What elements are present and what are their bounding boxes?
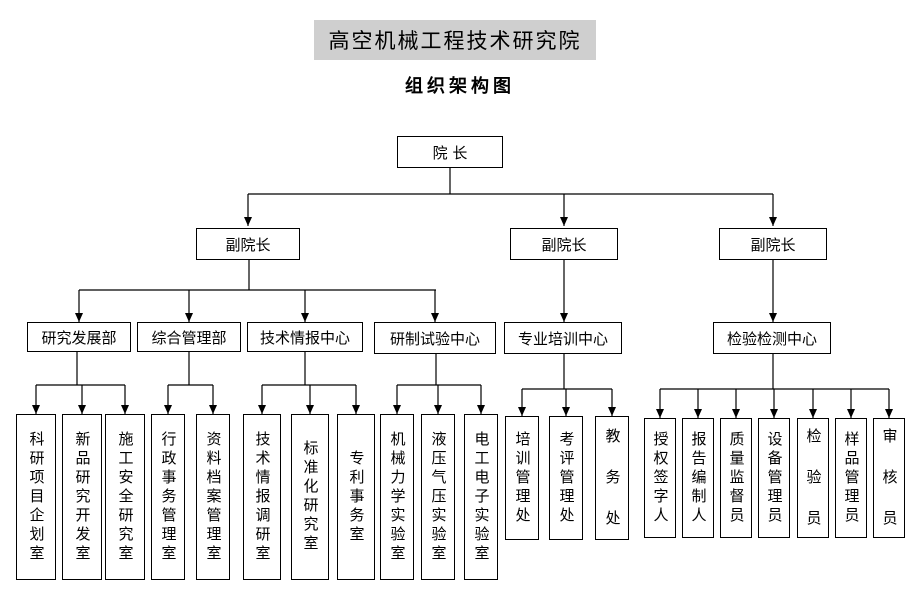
unit-label: 机械力学实验室: [388, 430, 407, 564]
vice-connector-0-arrow: [244, 217, 252, 226]
dept-connector-4-arrow: [560, 313, 568, 322]
unit-node-5-4: 检 验 员: [797, 418, 829, 538]
unit-node-5-5: 样品管理员: [835, 418, 867, 538]
unit-connector-3-2-arrow: [477, 405, 485, 414]
unit-node-5-6: 审 核 员: [873, 418, 905, 538]
unit-node-3-2: 电工电子实验室: [464, 414, 498, 580]
department-node-2: 技术情报中心: [247, 322, 363, 352]
unit-node-2-1: 标准化研究室: [291, 414, 329, 580]
dept-connector-5-arrow: [769, 313, 777, 322]
unit-label: 行政事务管理室: [159, 430, 178, 564]
unit-label: 标准化研究室: [301, 440, 320, 554]
unit-node-0-0: 科研项目企划室: [16, 414, 56, 580]
chart-title: 高空机械工程技术研究院: [314, 20, 596, 60]
unit-label: 施工安全研究室: [116, 430, 135, 564]
unit-node-4-2: 教 务 处: [595, 416, 629, 540]
unit-connector-1-1-arrow: [209, 405, 217, 414]
unit-node-5-0: 授权签字人: [644, 418, 676, 538]
department-node-0: 研究发展部: [27, 322, 131, 352]
unit-label: 检 验 员: [804, 427, 823, 529]
unit-node-3-1: 液压气压实验室: [421, 414, 455, 580]
vice-president-node-2: 副院长: [719, 228, 827, 260]
unit-label: 培训管理处: [513, 430, 532, 526]
unit-connector-4-0-arrow: [518, 407, 526, 416]
unit-connector-5-1-arrow: [694, 409, 702, 418]
unit-label: 科研项目企划室: [27, 430, 46, 564]
unit-label: 设备管理员: [765, 430, 784, 526]
unit-connector-4-1-arrow: [562, 407, 570, 416]
unit-connector-5-6-arrow: [885, 409, 893, 418]
dept-connector-0-arrow: [75, 313, 83, 322]
unit-label: 审 核 员: [880, 427, 899, 529]
unit-node-5-1: 报告编制人: [682, 418, 714, 538]
unit-label: 资料档案管理室: [204, 430, 223, 564]
department-node-1: 综合管理部: [137, 322, 241, 352]
unit-connector-2-1-arrow: [306, 405, 314, 414]
unit-connector-5-5-arrow: [847, 409, 855, 418]
unit-node-3-0: 机械力学实验室: [380, 414, 414, 580]
unit-label: 样品管理员: [842, 430, 861, 526]
unit-node-2-2: 专利事务室: [337, 414, 375, 580]
unit-label: 教 务 处: [603, 427, 622, 529]
root-node: 院 长: [397, 136, 503, 168]
unit-label: 技术情报调研室: [253, 430, 272, 564]
unit-label: 专利事务室: [347, 449, 366, 545]
dept-connector-1-arrow: [185, 313, 193, 322]
unit-node-2-0: 技术情报调研室: [243, 414, 281, 580]
unit-connector-5-2-arrow: [732, 409, 740, 418]
unit-label: 质量监督员: [727, 430, 746, 526]
unit-node-1-0: 行政事务管理室: [151, 414, 185, 580]
department-node-3: 研制试验中心: [374, 322, 496, 354]
unit-label: 报告编制人: [689, 430, 708, 526]
unit-label: 考评管理处: [557, 430, 576, 526]
unit-connector-3-0-arrow: [393, 405, 401, 414]
unit-connector-5-0-arrow: [656, 409, 664, 418]
vice-president-node-1: 副院长: [510, 228, 618, 260]
unit-connector-2-2-arrow: [352, 405, 360, 414]
vice-connector-2-arrow: [769, 217, 777, 226]
unit-node-0-1: 新品研究开发室: [62, 414, 102, 580]
unit-label: 电工电子实验室: [472, 430, 491, 564]
unit-connector-0-2-arrow: [121, 405, 129, 414]
unit-label: 授权签字人: [651, 430, 670, 526]
unit-connector-4-2-arrow: [608, 407, 616, 416]
unit-node-5-2: 质量监督员: [720, 418, 752, 538]
unit-connector-0-0-arrow: [32, 405, 40, 414]
unit-node-4-0: 培训管理处: [505, 416, 539, 540]
vice-president-node-0: 副院长: [196, 228, 300, 260]
unit-node-4-1: 考评管理处: [549, 416, 583, 540]
unit-connector-5-4-arrow: [809, 409, 817, 418]
unit-connector-1-0-arrow: [164, 405, 172, 414]
department-node-4: 专业培训中心: [504, 322, 622, 354]
unit-connector-5-3-arrow: [770, 409, 778, 418]
unit-label: 新品研究开发室: [73, 430, 92, 564]
unit-connector-0-1-arrow: [78, 405, 86, 414]
vice-connector-1-arrow: [560, 217, 568, 226]
unit-connector-2-0-arrow: [258, 405, 266, 414]
department-node-5: 检验检测中心: [713, 322, 831, 354]
dept-connector-3-arrow: [431, 313, 439, 322]
unit-node-1-1: 资料档案管理室: [196, 414, 230, 580]
unit-label: 液压气压实验室: [429, 430, 448, 564]
unit-connector-3-1-arrow: [434, 405, 442, 414]
unit-node-5-3: 设备管理员: [758, 418, 790, 538]
unit-node-0-2: 施工安全研究室: [105, 414, 145, 580]
dept-connector-2-arrow: [301, 313, 309, 322]
chart-subtitle: 组织架构图: [405, 76, 515, 97]
